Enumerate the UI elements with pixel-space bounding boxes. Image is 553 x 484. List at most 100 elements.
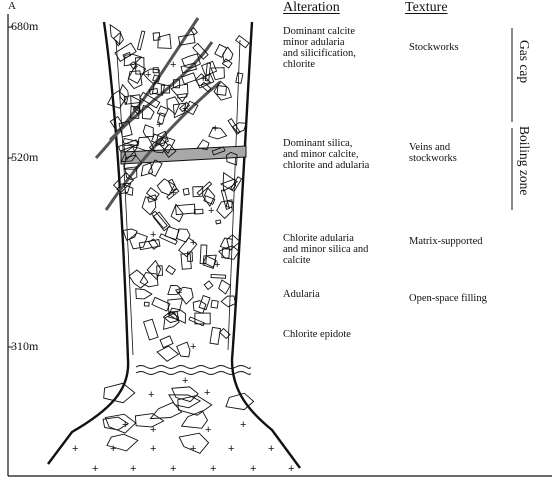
wavy-contact-2: [135, 371, 251, 375]
clast: [181, 53, 201, 69]
pipe-inner-fracture-left: [115, 39, 134, 356]
clast: [143, 318, 159, 341]
base-clast: [178, 432, 210, 454]
clast: [147, 159, 163, 177]
clast: [196, 139, 210, 151]
clast: [156, 105, 169, 118]
panel-label: A: [8, 0, 16, 12]
clast-plus: +: [182, 103, 188, 115]
clast: [180, 252, 192, 270]
clast: [193, 208, 204, 215]
clast-plus: +: [150, 229, 156, 241]
host-rock-plus: +: [240, 419, 246, 431]
clast: [123, 144, 138, 161]
clast-plus: +: [182, 375, 188, 387]
clast: [184, 100, 199, 116]
pipe-right-wall: [230, 21, 301, 469]
alteration-note-4: Adularia: [283, 289, 320, 300]
clast: [203, 280, 214, 291]
clast: [157, 33, 172, 49]
clast: [148, 137, 169, 154]
clast: [156, 178, 176, 196]
clast: [222, 171, 239, 192]
clast: [220, 189, 230, 210]
alteration-header: Alteration: [283, 0, 340, 15]
clast: [219, 178, 237, 191]
clast: [165, 264, 176, 276]
clast: [226, 234, 241, 252]
clast: [124, 166, 138, 181]
clast: [199, 244, 208, 265]
clast: [123, 53, 143, 67]
base-clast: [171, 386, 199, 403]
host-rock-plus: +: [92, 463, 98, 475]
clast: [122, 228, 138, 241]
clast: [143, 301, 150, 307]
alteration-note-5: Chlorite epidote: [283, 329, 351, 340]
clast: [176, 228, 191, 243]
clast: [203, 187, 216, 208]
clast: [109, 23, 122, 45]
alteration-note-3: Chlorite adularia and minor silica and c…: [283, 233, 369, 266]
clast: [211, 146, 226, 156]
clast: [177, 33, 196, 46]
clast-plus: +: [145, 69, 151, 81]
clast-plus: +: [200, 73, 206, 85]
clast: [172, 79, 181, 89]
clast: [186, 251, 193, 262]
base-clast: [103, 382, 136, 404]
clast: [181, 72, 197, 85]
clast: [182, 187, 190, 196]
clast: [123, 154, 143, 170]
clast: [196, 181, 213, 196]
clast: [216, 85, 228, 96]
clast: [135, 136, 156, 152]
clast: [210, 67, 225, 81]
clast: [220, 295, 236, 308]
clast: [158, 233, 178, 246]
clast-plus: +: [170, 187, 176, 199]
clast: [235, 72, 244, 84]
gas-cap-label: Gas cap: [517, 40, 532, 84]
clast: [158, 136, 176, 154]
clast: [188, 316, 205, 327]
host-rock-plus: +: [150, 424, 156, 436]
host-rock-plus: +: [205, 424, 211, 436]
host-rock-plus: +: [250, 463, 256, 475]
clast: [190, 27, 198, 36]
host-rock-plus: +: [190, 443, 196, 455]
clast: [175, 203, 196, 216]
elevation-520m: 520m: [11, 150, 39, 164]
clast: [120, 146, 137, 163]
pipe-left-wall: [47, 21, 130, 465]
base-clast: [104, 413, 137, 434]
clast: [138, 239, 161, 251]
clast: [162, 143, 177, 158]
clast: [192, 42, 209, 60]
texture-note-1: Stockworks: [409, 42, 459, 53]
host-rock-plus: +: [150, 443, 156, 455]
clast: [123, 183, 134, 196]
clast: [219, 327, 231, 340]
clast-plus: +: [214, 259, 220, 271]
clast: [155, 130, 169, 147]
host-rock-symbols: ++++++++++++++++++++++++++++++++: [72, 59, 294, 475]
clast: [160, 84, 171, 94]
clast: [200, 81, 212, 93]
clast: [192, 300, 207, 314]
host-rock-plus: +: [170, 463, 176, 475]
clast-plus: +: [148, 389, 154, 401]
clast-plus: +: [212, 123, 218, 135]
clast: [166, 96, 180, 115]
clast: [128, 232, 148, 250]
clast: [128, 269, 149, 289]
base-clast: [106, 433, 139, 452]
clast: [106, 90, 128, 109]
clast-plus: +: [204, 387, 210, 399]
base-clast: [149, 401, 183, 420]
host-rock-plus: +: [210, 463, 216, 475]
clast: [151, 82, 166, 96]
clast: [235, 35, 250, 49]
clast: [139, 272, 159, 288]
